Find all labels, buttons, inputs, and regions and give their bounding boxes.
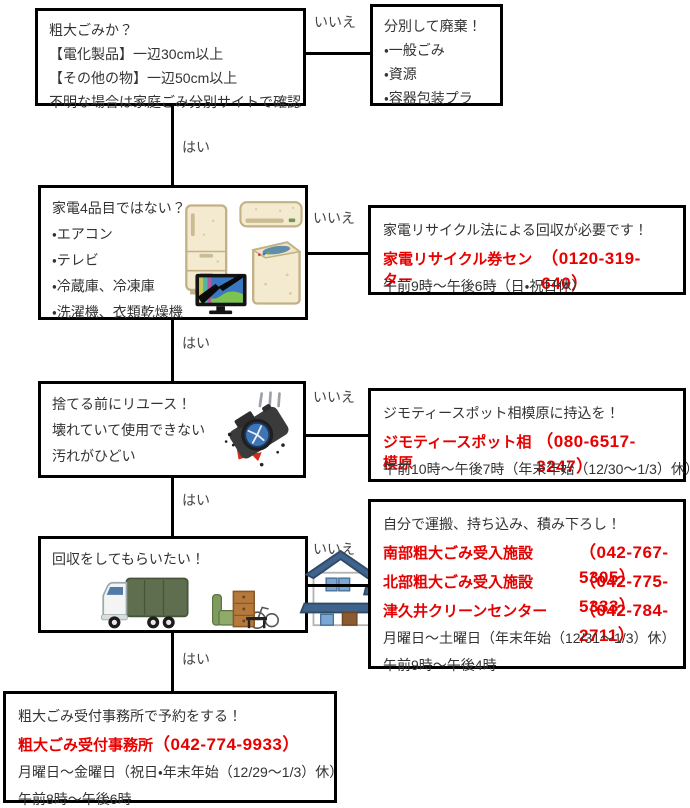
connector-yes-1 xyxy=(171,106,174,185)
r4-contact-phone: （042-784-2711） xyxy=(579,601,669,645)
decision-box-reuse: 捨てる前にリユース！ 壊れていて使用できない 汚れがひどい xyxy=(38,381,306,478)
q4-line: 回収をしてもらいたい！ xyxy=(52,551,205,567)
r2-hours: 午前9時～午後6時（日・祝日休） xyxy=(383,278,586,294)
truck-icon xyxy=(101,577,189,629)
q5-contact-name: 粗大ごみ受付事務所 xyxy=(18,737,154,754)
result-box-self-haulin: 自分で運搬、持ち込み、積み下ろし！ 南部粗大ごみ受入施設 （042-767-53… xyxy=(368,499,686,673)
q2-line: ・洗濯機、衣類乾燥機 xyxy=(52,304,183,320)
r4-hours: 午前9時～午後4時 xyxy=(383,657,497,673)
result-box-separate-disposal: 分別して廃棄！ ・一般ごみ ・資源 ・容器包装プラ xyxy=(370,4,503,106)
r2-intro: 家電リサイクル法による回収が必要です！ xyxy=(383,222,648,238)
r4-contact-name: 津久井クリーンセンター xyxy=(383,603,548,620)
q1-line: 【電化製品】一辺30cm以上 xyxy=(49,46,224,62)
r4-intro: 自分で運搬、持ち込み、積み下ろし！ xyxy=(383,516,621,532)
connector-no-4 xyxy=(308,584,368,587)
r1-line: ・資源 xyxy=(384,66,417,82)
edge-label-yes: はい xyxy=(182,492,210,508)
r4-contact-row: 北部粗大ごみ受入施設 （042-775-5333） xyxy=(383,567,671,616)
q5-hours: 月曜日～金曜日（祝日・年末年始（12/29～1/3）休） xyxy=(18,764,344,780)
r2-contact-name: 家電リサイクル券センター xyxy=(383,251,533,289)
q3-line: 汚れがひどい xyxy=(52,448,136,464)
broken-camera-icon xyxy=(224,391,289,467)
furniture-icon xyxy=(212,590,279,629)
q5-hours: 午前8時～午後6時 xyxy=(18,791,132,807)
r4-contact-row: 津久井クリーンセンター （042-784-2711） xyxy=(383,596,671,645)
r3-contact-name: ジモティースポット相模原 xyxy=(383,434,532,472)
r1-line: ・一般ごみ xyxy=(384,42,445,58)
motion-lines-icon xyxy=(258,391,281,408)
q3-line: 壊れていて使用できない xyxy=(52,422,206,438)
q5-contact-phone: （042-774-9933） xyxy=(153,735,300,754)
r4-contact-name: 南部粗大ごみ受入施設 xyxy=(383,545,534,562)
r4-contact-phone: （042-767-5305） xyxy=(579,543,669,587)
q1-line: 粗大ごみか？ xyxy=(49,22,133,38)
q2-line: ・テレビ xyxy=(52,252,99,268)
washing-machine-icon xyxy=(251,241,302,305)
decision-box-kaden-4hinmoku: 家電4品目ではない？ ・エアコン ・テレビ ・冷蔵庫、冷凍庫 ・洗濯機、衣類乾燥… xyxy=(38,185,308,320)
connector-no-3 xyxy=(306,434,368,437)
r4-contact-name: 北部粗大ごみ受入施設 xyxy=(383,574,534,591)
r3-contact-phone: （080-6517-3247） xyxy=(536,432,636,476)
r4-contact-row: 南部粗大ごみ受入施設 （042-767-5305） xyxy=(383,538,671,587)
connector-no-1 xyxy=(306,52,370,55)
q5-intro: 粗大ごみ受付事務所で予約をする！ xyxy=(18,708,242,724)
edge-label-no: いいえ xyxy=(313,389,355,405)
edge-label-no: いいえ xyxy=(313,210,355,226)
q2-line: 家電4品目ではない？ xyxy=(52,200,186,216)
r1-line: ・容器包装プラ xyxy=(384,90,473,106)
q3-line: 捨てる前にリユース！ xyxy=(52,396,192,412)
r2-contact-phone: （0120-319-640） xyxy=(541,249,641,293)
result-box-kaden-recycle: 家電リサイクル法による回収が必要です！ 家電リサイクル券センター （0120-3… xyxy=(368,205,686,295)
decision-box-collection: 回収をしてもらいたい！ xyxy=(38,536,403,633)
connector-yes-2 xyxy=(171,320,174,381)
connector-yes-3 xyxy=(171,478,174,536)
q1-line: 不明な場合は家庭ごみ分別サイトで確認 xyxy=(49,94,301,110)
r4-hours: 月曜日～土曜日（年末年始（12/31～1/3）休） xyxy=(383,630,676,646)
connector-no-2 xyxy=(308,252,368,255)
r4-contact-phone: （042-775-5333） xyxy=(579,572,669,616)
result-box-jmty-spot: ジモティースポット相模原に持込を！ ジモティースポット相模原 （080-6517… xyxy=(368,388,690,482)
r3-hours: 午前10時～午後7時（年末年始（12/30～1/3）休） xyxy=(383,461,690,477)
edge-label-yes: はい xyxy=(182,335,210,351)
r1-line: 分別して廃棄！ xyxy=(384,18,482,34)
result-box-reception-office: 粗大ごみ受付事務所で予約をする！ 粗大ごみ受付事務所 （042-774-9933… xyxy=(3,691,344,807)
q2-line: ・エアコン xyxy=(52,226,113,242)
r3-intro: ジモティースポット相模原に持込を！ xyxy=(383,405,620,421)
broken-tv-icon xyxy=(195,273,247,315)
edge-label-no: いいえ xyxy=(314,14,356,30)
connector-yes-4 xyxy=(171,633,174,691)
q2-line: ・冷蔵庫、冷凍庫 xyxy=(52,278,155,294)
edge-label-no: いいえ xyxy=(313,541,355,557)
air-conditioner-icon xyxy=(239,201,303,228)
q1-line: 【その他の物】一辺50cm以上 xyxy=(49,70,238,86)
decision-box-sodai-gomi: 粗大ごみか？ 【電化製品】一辺30cm以上 【その他の物】一辺50cm以上 不明… xyxy=(35,8,306,110)
edge-label-yes: はい xyxy=(182,139,210,155)
edge-label-yes: はい xyxy=(182,651,210,667)
